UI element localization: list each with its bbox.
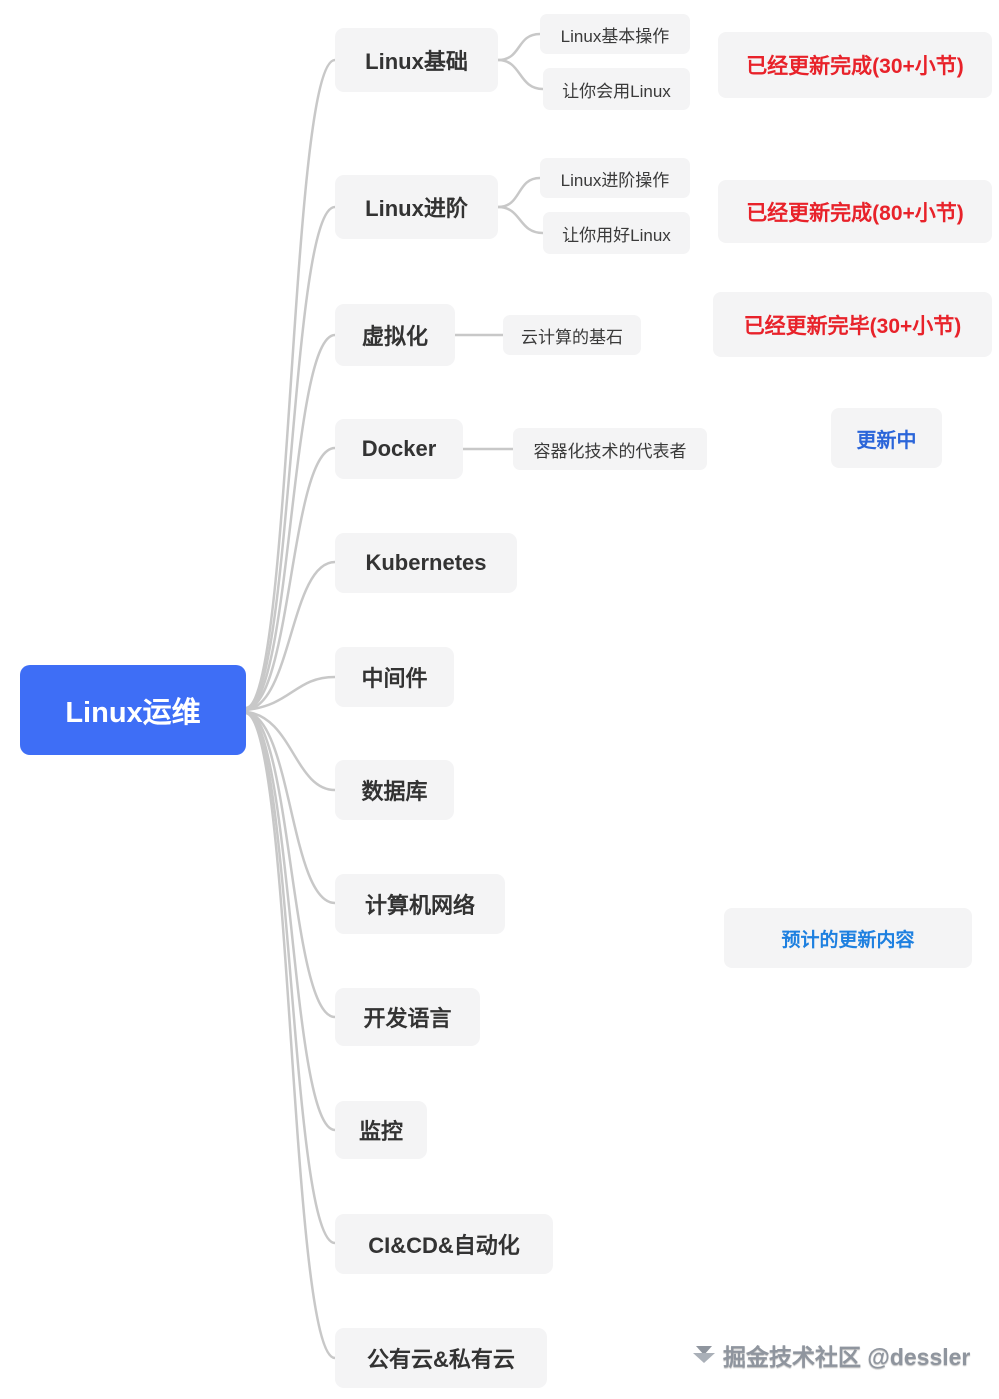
branch-node-kubernetes[interactable]: Kubernetes — [335, 533, 517, 593]
note-updated-30-sections-virtualization[interactable]: 已经更新完毕(30+小节) — [713, 292, 992, 357]
branch-node-linux-advanced[interactable]: Linux进阶 — [335, 175, 498, 239]
note-updated-80-sections[interactable]: 已经更新完成(80+小节) — [718, 180, 992, 243]
connector-basics-child-1 — [496, 32, 542, 62]
child-node-container-tech[interactable]: 容器化技术的代表者 — [513, 428, 707, 470]
connector-root-database — [244, 710, 337, 792]
child-node-use-linux-well[interactable]: 让你用好Linux — [543, 212, 690, 254]
root-node[interactable]: Linux运维 — [20, 665, 246, 755]
connector-root-docker — [244, 446, 337, 711]
note-updating[interactable]: 更新中 — [831, 408, 942, 468]
child-node-cloud-cornerstone[interactable]: 云计算的基石 — [503, 315, 641, 355]
juejin-logo-icon — [693, 1344, 715, 1366]
watermark-text: 掘金技术社区 @dessler — [723, 1344, 971, 1370]
child-node-learn-to-use-linux[interactable]: 让你会用Linux — [543, 68, 690, 110]
watermark: 掘金技术社区 @dessler — [693, 1338, 970, 1372]
connector-advanced-child-1 — [496, 176, 542, 209]
connector-basics-child-2 — [496, 58, 545, 91]
branch-node-cicd-automation[interactable]: CI&CD&自动化 — [335, 1214, 553, 1274]
connector-root-computer-network — [244, 710, 337, 905]
connector-root-cicd — [244, 711, 337, 1245]
connector-root-monitoring — [244, 711, 337, 1132]
note-planned-content[interactable]: 预计的更新内容 — [724, 908, 972, 968]
connector-root-linux-basics — [244, 58, 337, 710]
branch-node-linux-basics[interactable]: Linux基础 — [335, 28, 498, 92]
branch-node-public-private-cloud[interactable]: 公有云&私有云 — [335, 1328, 547, 1388]
connector-root-virtualization — [244, 333, 337, 711]
branch-node-dev-language[interactable]: 开发语言 — [335, 988, 480, 1046]
connector-root-cloud — [244, 711, 337, 1360]
connector-root-kubernetes — [244, 560, 337, 712]
branch-node-database[interactable]: 数据库 — [335, 760, 454, 820]
child-node-linux-advanced-ops[interactable]: Linux进阶操作 — [540, 158, 690, 198]
note-updated-30-sections[interactable]: 已经更新完成(30+小节) — [718, 32, 992, 98]
child-node-linux-basic-ops[interactable]: Linux基本操作 — [540, 14, 690, 54]
branch-node-virtualization[interactable]: 虚拟化 — [335, 304, 455, 366]
connector-root-middleware — [244, 675, 337, 712]
connector-root-linux-advanced — [244, 205, 337, 710]
connector-root-dev-language — [244, 710, 337, 1019]
branch-node-computer-network[interactable]: 计算机网络 — [335, 874, 505, 934]
branch-node-middleware[interactable]: 中间件 — [335, 647, 454, 707]
connector-advanced-child-2 — [496, 205, 545, 235]
branch-node-docker[interactable]: Docker — [335, 419, 463, 479]
branch-node-monitoring[interactable]: 监控 — [335, 1101, 427, 1159]
